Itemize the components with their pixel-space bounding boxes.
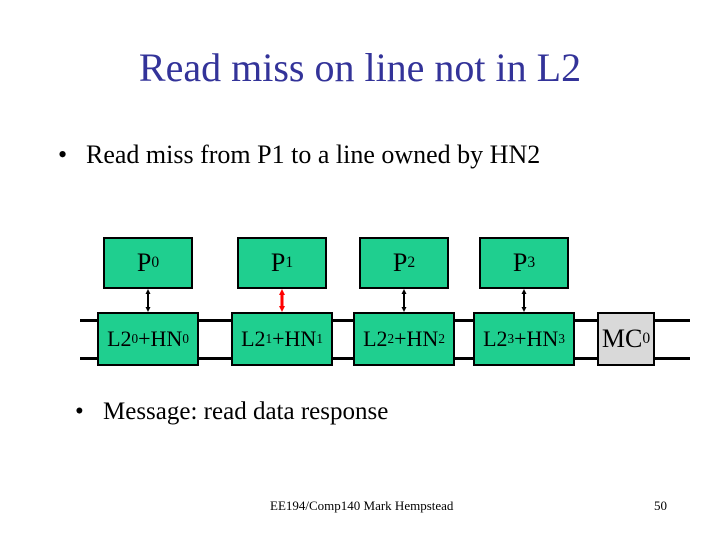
- bullet-text: Message: read data response: [103, 398, 389, 425]
- bullet-item: • Message: read data response: [75, 398, 388, 426]
- processor-link-0: [145, 289, 151, 312]
- arrow-head-up: [401, 289, 407, 294]
- arrow-head-down: [145, 307, 151, 312]
- link-shaft: [403, 294, 405, 307]
- arrow-head-up: [521, 289, 527, 294]
- processor-link-2: [401, 289, 407, 312]
- hn-label: +HN: [514, 326, 559, 351]
- link-shaft: [523, 294, 525, 307]
- hn-subscript: 0: [182, 331, 189, 346]
- arrow-head-up: [145, 289, 151, 294]
- l2-subscript: 1: [265, 331, 273, 346]
- processor-link-3: [521, 289, 527, 312]
- bullet-text: Read miss from P1 to a line owned by HN2: [86, 140, 541, 169]
- l2-subscript: 0: [131, 331, 139, 346]
- hn-subscript: 2: [438, 331, 445, 346]
- hn-subscript: 1: [316, 331, 323, 346]
- bullet-item: • Read miss from P1 to a line owned by HN…: [58, 140, 540, 170]
- processor-subscript: 0: [151, 254, 160, 271]
- processor-subscript: 3: [527, 254, 536, 271]
- l2-label: L2: [241, 326, 266, 351]
- bullet-dot: •: [58, 140, 68, 169]
- bullet-dot: •: [75, 398, 84, 425]
- arrow-head-up: [279, 289, 285, 295]
- l2-label: L2: [483, 326, 508, 351]
- l2-label: L2: [107, 326, 132, 351]
- processor-label: P: [392, 248, 408, 277]
- arrow-head-down: [401, 307, 407, 312]
- hn-label: +HN: [138, 326, 183, 351]
- arrow-head-down: [521, 307, 527, 312]
- processor-label: P: [136, 248, 152, 277]
- processor-link-1: [279, 289, 285, 312]
- hn-label: +HN: [394, 326, 439, 351]
- mc-subscript: 0: [642, 330, 651, 347]
- link-shaft: [147, 294, 149, 307]
- hn-label: +HN: [272, 326, 317, 351]
- page-number: 50: [654, 498, 667, 513]
- processor-subscript: 2: [407, 254, 416, 271]
- footer-text: EE194/Comp140 Mark Hempstead: [270, 498, 454, 513]
- arrow-head-down: [279, 306, 285, 312]
- mc-label: MC: [601, 324, 643, 353]
- processor-label: P: [512, 248, 528, 277]
- l2-label: L2: [363, 326, 388, 351]
- link-shaft: [280, 294, 284, 307]
- processor-label: P: [270, 248, 286, 277]
- processor-subscript: 1: [285, 254, 294, 271]
- l2-subscript: 2: [387, 331, 395, 346]
- hn-subscript: 3: [558, 331, 565, 346]
- slide-title: Read miss on line not in L2: [138, 45, 582, 90]
- l2-subscript: 3: [507, 331, 515, 346]
